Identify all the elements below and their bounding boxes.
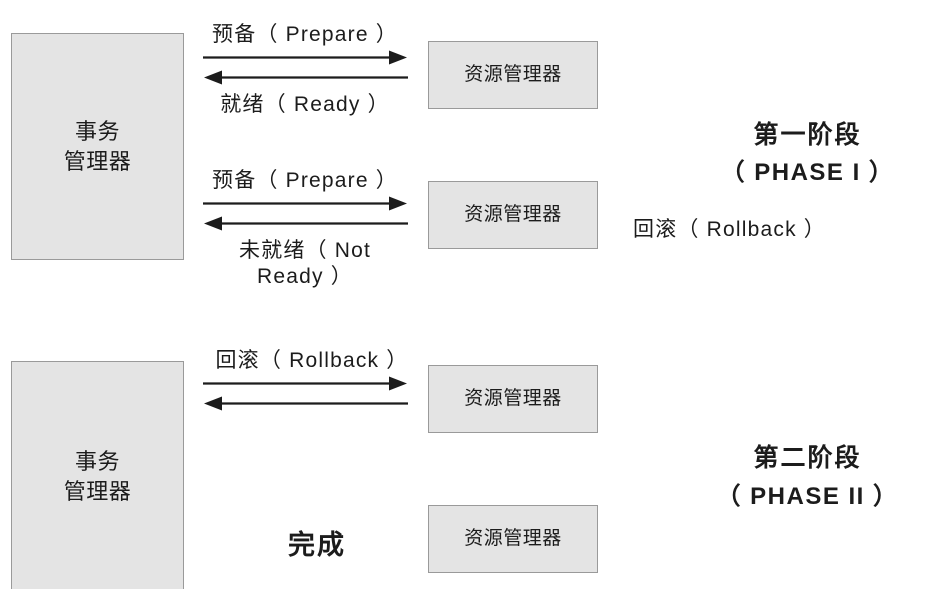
- node-resource-manager-1: 资源管理器: [428, 41, 598, 109]
- arrow-right-rollback-3: [203, 376, 408, 391]
- node-resource-manager-4: 资源管理器: [428, 505, 598, 573]
- node-transaction-manager-phase2: 事务 管理器: [11, 361, 184, 589]
- node-label: 资源管理器: [464, 388, 562, 410]
- node-resource-manager-3: 资源管理器: [428, 365, 598, 433]
- node-label: 资源管理器: [464, 64, 562, 86]
- node-label: 事务 管理器: [63, 118, 132, 174]
- message-label-not-ready-2: 未就绪（ Not Ready ）: [238, 239, 372, 289]
- phase-1-title: 第一阶段: [753, 121, 862, 149]
- arrow-right-prepare-1: [203, 50, 408, 65]
- arrow-left-ack-3: [203, 396, 408, 411]
- annotation-done: 完成: [288, 530, 346, 560]
- node-label: 资源管理器: [464, 528, 562, 550]
- message-label-ready-1: 就绪（ Ready ）: [220, 93, 390, 116]
- arrow-right-prepare-2: [203, 196, 408, 211]
- node-label: 资源管理器: [464, 204, 562, 226]
- message-label-prepare-2: 预备（ Prepare ）: [212, 169, 398, 192]
- node-label: 事务 管理器: [63, 449, 132, 504]
- annotation-rollback-note: 回滚（ Rollback ）: [633, 218, 827, 241]
- phase-2-subtitle: （ PHASE II ）: [716, 483, 899, 510]
- arrow-left-not-ready-2: [203, 216, 408, 231]
- phase-1-subtitle: （ PHASE I ）: [720, 159, 895, 186]
- node-transaction-manager-phase1: 事务 管理器: [11, 33, 184, 260]
- node-resource-manager-2: 资源管理器: [428, 181, 598, 249]
- message-label-rollback-3: 回滚（ Rollback ）: [215, 349, 409, 372]
- phase-2-title: 第二阶段: [753, 444, 862, 472]
- message-label-prepare-1: 预备（ Prepare ）: [212, 23, 398, 46]
- arrow-left-ready-1: [203, 70, 408, 85]
